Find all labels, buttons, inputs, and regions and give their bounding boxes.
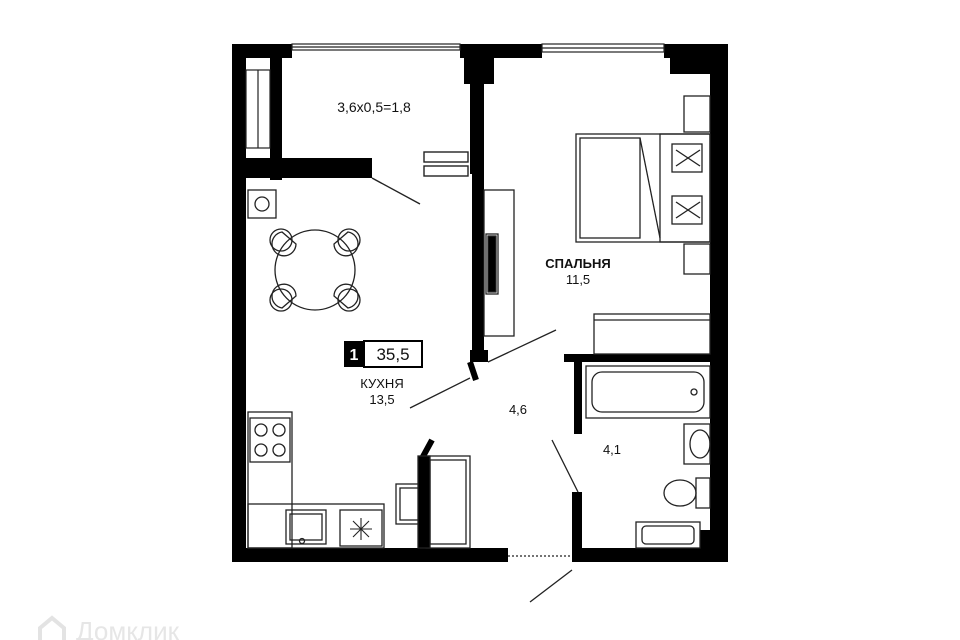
- bathroom-area: 4,1: [603, 442, 621, 457]
- bedroom-door: [487, 329, 557, 363]
- bathroom-door: [551, 439, 579, 493]
- balcony-wall-bottom: [246, 158, 372, 178]
- watermark: Домклик: [38, 615, 180, 640]
- hall-area: 4,6: [509, 402, 527, 417]
- bedroom-name: СПАЛЬНЯ: [545, 256, 610, 271]
- cooktop: [249, 417, 291, 463]
- bedroom-area: 11,5: [566, 272, 590, 287]
- partition-upper: [472, 160, 484, 360]
- bath-wall-top: [564, 354, 710, 362]
- wardrobe: [425, 455, 471, 549]
- outer-wall-bottom-right: [572, 548, 728, 562]
- bathtub: [585, 365, 711, 419]
- pillow: [671, 143, 703, 173]
- outer-wall-bottom-left: [232, 548, 508, 562]
- house-icon: [38, 615, 66, 640]
- tv-stand: [483, 189, 515, 337]
- walls: [232, 44, 728, 562]
- bath-wall-lower: [572, 492, 582, 548]
- desk: [593, 313, 711, 355]
- hall-furniture: [395, 329, 579, 603]
- pillar-top-right: [670, 44, 728, 74]
- rooms-count: 1: [350, 347, 359, 364]
- balcony-label: 3,6x0,5=1,8: [337, 99, 411, 115]
- outer-wall-right: [710, 44, 728, 562]
- kitchen-sink: [285, 509, 327, 545]
- bath-wall-left: [574, 362, 582, 434]
- nightstand: [683, 95, 711, 133]
- entry-door: [529, 569, 573, 603]
- stove: [339, 509, 383, 547]
- windows: [245, 43, 665, 149]
- balcony-wall-left: [270, 44, 282, 180]
- total-area-box: [363, 340, 423, 368]
- outer-wall-left: [232, 44, 246, 562]
- toilet: [695, 477, 711, 509]
- dining-chairs: [269, 228, 361, 312]
- kitchen-counter-bottom: [247, 503, 385, 549]
- outer-wall-top-left: [232, 44, 292, 58]
- kitchen-area: 13,5: [369, 392, 394, 407]
- total-area: 35,5: [376, 345, 409, 364]
- nightstand: [683, 243, 711, 275]
- watermark-text: Домклик: [76, 616, 180, 640]
- partition-lower: [470, 350, 488, 362]
- bathroom-fixtures: [585, 365, 711, 549]
- boiler: [247, 189, 277, 219]
- pillow: [671, 195, 703, 225]
- dining-table: [274, 229, 356, 311]
- bedroom-furniture: [483, 95, 711, 355]
- kitchen-furniture: [247, 189, 385, 549]
- kitchen-door: [409, 377, 471, 409]
- pillar-bottom-right: [700, 530, 728, 562]
- balcony-door: [371, 151, 469, 205]
- rooms-count-box: [344, 341, 364, 367]
- kitchen-name: КУХНЯ: [360, 376, 403, 391]
- balcony-wall-right: [470, 54, 484, 174]
- washing-machine: [635, 521, 701, 549]
- area-badge: 1 35,5: [344, 340, 423, 368]
